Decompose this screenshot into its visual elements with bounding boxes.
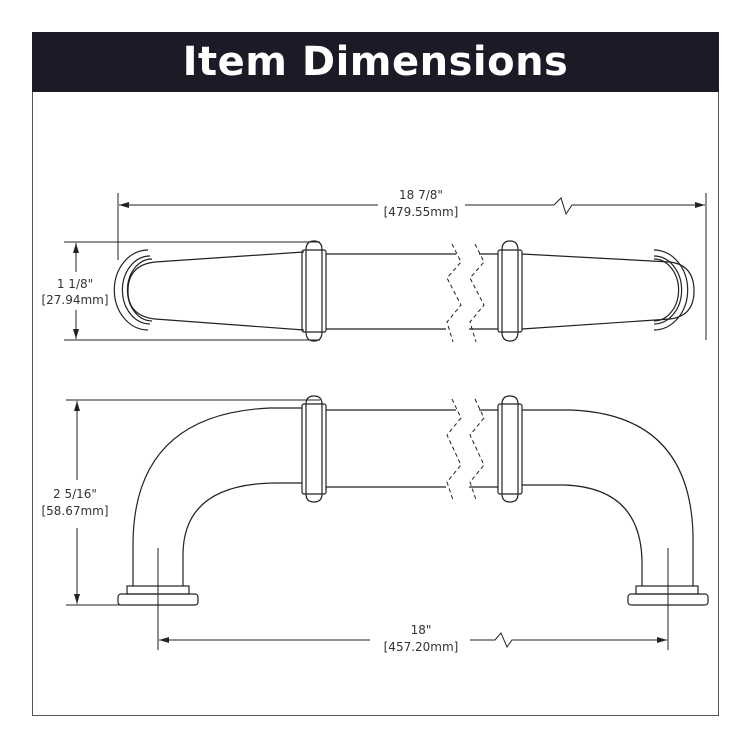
overall-length-metric: [479.55mm] <box>384 205 459 219</box>
center-to-center-dimension <box>157 548 669 650</box>
top-view-of-pull-handle <box>113 240 695 342</box>
break-lines-top <box>446 243 485 343</box>
break-lines-side <box>446 398 485 501</box>
overall-length-dimension <box>117 193 707 340</box>
width-dimension <box>64 241 320 341</box>
projection-dimension <box>66 399 320 606</box>
header-band: Item Dimensions <box>32 32 719 92</box>
projection-metric: [58.67mm] <box>41 504 108 518</box>
width-imperial: 1 1/8" <box>57 277 93 291</box>
projection-imperial: 2 5/16" <box>53 487 97 501</box>
width-metric: [27.94mm] <box>41 293 108 307</box>
page-title: Item Dimensions <box>182 39 569 85</box>
side-view-of-pull-handle <box>117 395 709 606</box>
center-to-center-metric: [457.20mm] <box>384 640 459 654</box>
overall-length-imperial: 18 7/8" <box>399 188 443 202</box>
center-to-center-imperial: 18" <box>411 623 432 637</box>
